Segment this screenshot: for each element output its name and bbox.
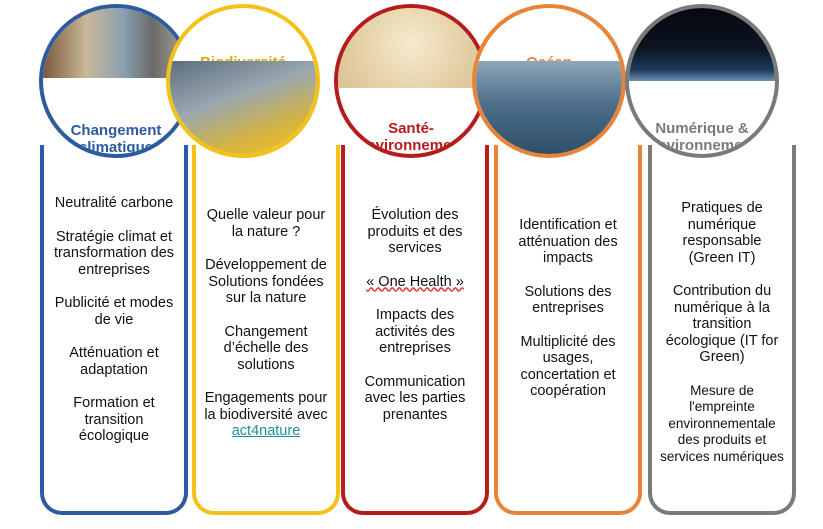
solar-flowers-image [170, 60, 316, 154]
item-list: Évolution des produits et des services «… [345, 207, 485, 440]
list-item: Atténuation et adaptation [69, 345, 159, 378]
list-item: « One Health » [366, 273, 464, 290]
earth-night-image [629, 8, 775, 81]
act4nature-link[interactable]: act4nature [231, 423, 301, 439]
cargo-ship-image [476, 60, 622, 154]
list-item: Stratégie climat et transformation des e… [53, 228, 175, 278]
list-item: Contribution du numérique à la transitio… [665, 283, 779, 365]
list-item: Quelle valeur pour la nature ? [206, 207, 326, 240]
column-body: Quelle valeur pour la nature ? Développe… [192, 145, 340, 515]
list-item: Développement de Solutions fondées sur l… [205, 257, 327, 306]
list-item: Changement d’échelle des solutions [223, 323, 309, 373]
list-item: Multiplicité des usages, concertation et… [520, 333, 616, 400]
item-list: Identification et atténuation des impact… [498, 217, 638, 417]
list-item: Impacts des activités des entreprises [375, 307, 455, 356]
agriculture-industry-image [43, 8, 189, 79]
list-item: Formation et transition écologique [73, 395, 155, 444]
column-header-circle: Santé-Environnement [334, 4, 488, 158]
list-item: Communication avec les parties prenantes [364, 373, 466, 423]
column-header-circle: Océan [472, 4, 626, 158]
item-list: Pratiques de numérique responsable (Gree… [652, 200, 792, 482]
vitruvian-man-image [338, 8, 484, 89]
column-header-circle: Biodiversité [166, 4, 320, 158]
list-item: Mesure de l'empreinte environnementale d… [660, 382, 784, 464]
column-header-circle: Numérique & Environnement [625, 4, 779, 158]
column-title: Numérique & Environnement [647, 120, 757, 154]
item-list: Quelle valeur pour la nature ? Développe… [196, 207, 336, 457]
column-body: Identification et atténuation des impact… [494, 145, 642, 515]
list-item: Neutralité carbone [54, 195, 174, 211]
list-item: Solutions des entreprises [524, 283, 612, 317]
column-body: Neutralité carbone Stratégie climat et t… [40, 145, 188, 515]
column-title: Changement climatique [70, 122, 162, 156]
column-body: Pratiques de numérique responsable (Gree… [648, 145, 796, 515]
item-list: Neutralité carbone Stratégie climat et t… [44, 195, 184, 462]
column-body: Évolution des produits et des services «… [341, 145, 489, 515]
list-item: Publicité et modes de vie [54, 295, 174, 328]
list-item: Engagements pour la biodiversité avec [204, 390, 328, 423]
column-title: Santé-Environnement [356, 120, 466, 154]
list-item: Identification et atténuation des impact… [518, 217, 618, 266]
list-item: Évolution des produits et des services [367, 207, 463, 256]
list-item: Pratiques de numérique responsable (Gree… [681, 200, 763, 266]
